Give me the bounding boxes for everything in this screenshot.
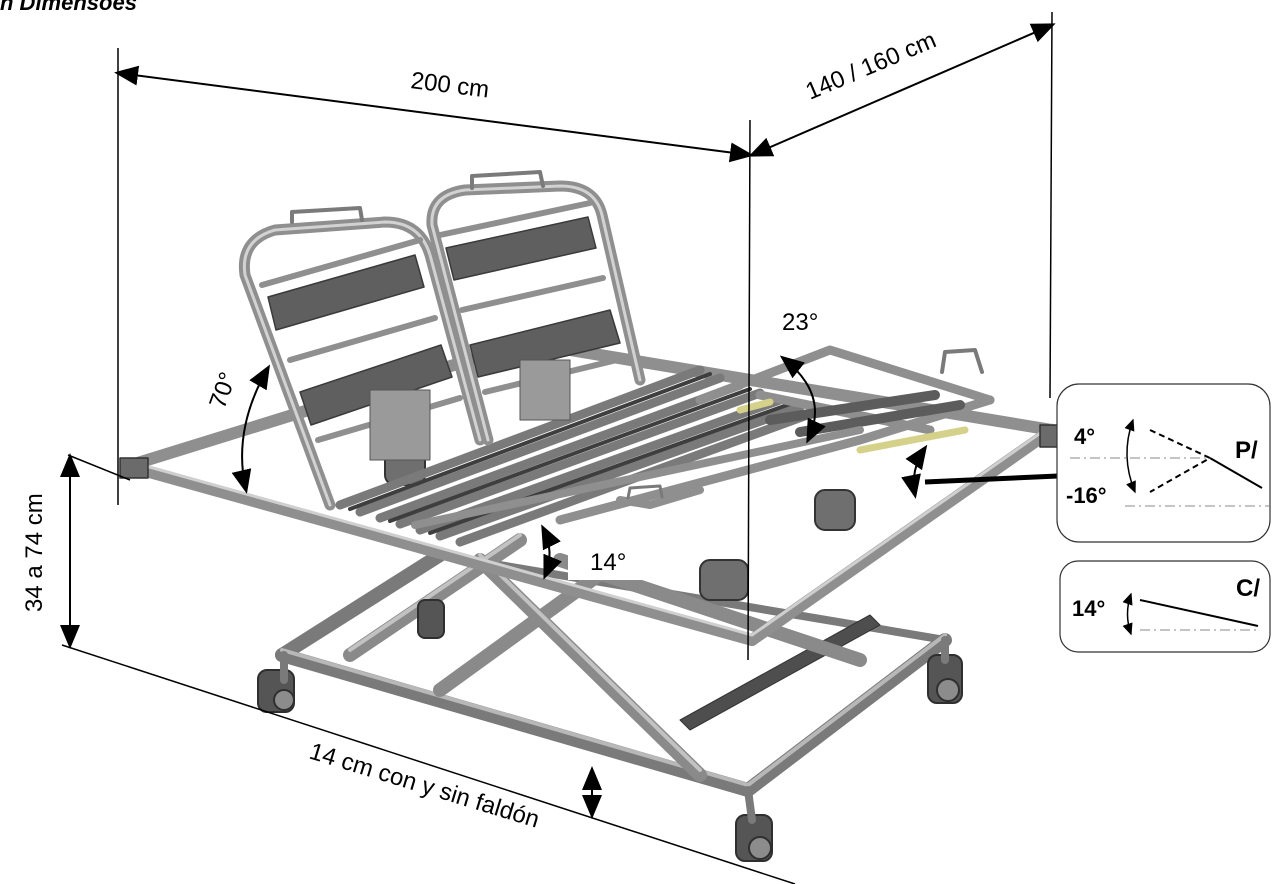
- backrest-angle-label: 70°: [204, 369, 242, 412]
- leg-lower-angle-label: 14°: [590, 549, 626, 576]
- backrest-right: [426, 170, 646, 446]
- dimension-lines: [60, 11, 1056, 884]
- detail-p-up-angle: 4°: [1074, 424, 1095, 449]
- leg-upper-angle-label: 23°: [782, 309, 818, 336]
- angle-label-box: [568, 530, 660, 580]
- detail-p-down-angle: -16°: [1066, 483, 1107, 508]
- clearance-label: 14 cm con y sin faldón: [306, 738, 542, 834]
- detail-c-panel: 14° C/: [1059, 560, 1271, 653]
- angle-arcs: [231, 355, 1059, 580]
- detail-c-code: C/: [1236, 575, 1260, 602]
- detail-p-panel: 4° -16° P/: [1056, 383, 1271, 543]
- side-rail: [411, 426, 864, 529]
- actuator-arms: [736, 398, 969, 454]
- base-frame: [275, 548, 952, 797]
- length-label: 200 cm: [409, 67, 490, 103]
- detail-c-angle: 14°: [1072, 596, 1105, 621]
- width-label: 140 / 160 cm: [802, 26, 940, 105]
- backrest-left: [238, 206, 486, 511]
- height-label: 34 a 74 cm: [21, 493, 48, 612]
- motors: [384, 444, 856, 601]
- bed-illustration: [119, 170, 1059, 862]
- detail-p-code: P/: [1235, 437, 1258, 464]
- foot-handle: [940, 348, 984, 374]
- page-title: n Dimensões: [0, 0, 137, 15]
